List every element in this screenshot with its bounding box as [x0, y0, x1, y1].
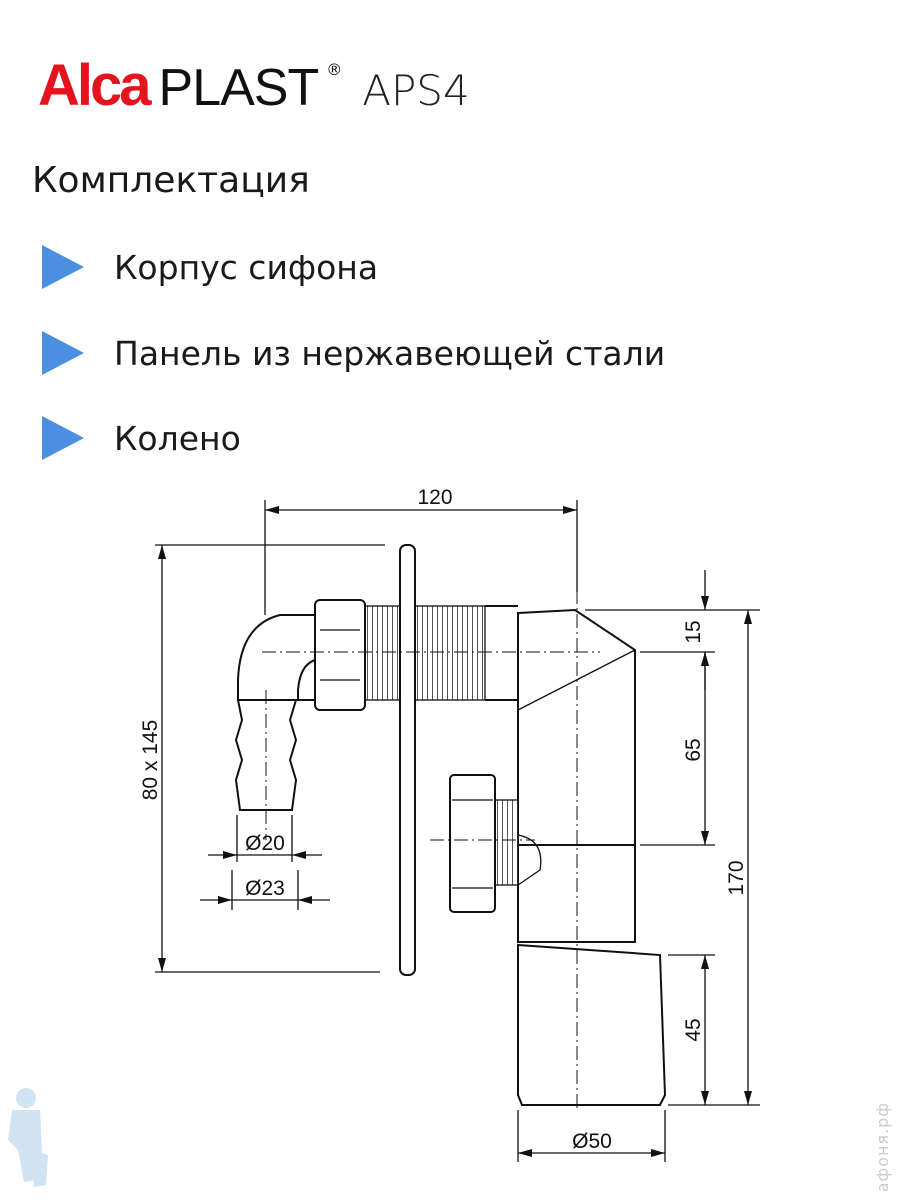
alcaplast-logo: Alca PLAST ® APS4 — [38, 52, 470, 119]
side-inlet-nut — [449, 774, 496, 913]
plumber-mascot-icon — [8, 1088, 48, 1187]
list-item: Панель из нержавеющей стали — [42, 331, 665, 375]
list-item-label: Колено — [114, 418, 241, 458]
dim-65-label: 65 — [682, 738, 705, 761]
dim-45-label: 45 — [682, 1018, 705, 1041]
list-item-label: Корпус сифона — [114, 247, 379, 287]
triangle-bullet-icon — [42, 416, 84, 460]
dim-panel-label: 80 x 145 — [139, 720, 162, 801]
siphon-outlet — [517, 943, 667, 1106]
dim-170-label: 170 — [725, 860, 748, 895]
dim-d20-label: Ø20 — [245, 832, 285, 855]
union-nut — [314, 599, 366, 711]
list-item: Корпус сифона — [42, 245, 378, 289]
dim-d50-label: Ø50 — [572, 1130, 612, 1153]
dim-d23-label: Ø23 — [245, 877, 285, 900]
model-name: APS4 — [362, 66, 470, 115]
dim-width-label: 120 — [417, 486, 452, 509]
list-item-label: Панель из нержавеющей стали — [114, 333, 666, 373]
triangle-bullet-icon — [42, 245, 84, 289]
logo-alca: Alca — [38, 53, 152, 118]
logo-plast: PLAST — [158, 59, 320, 117]
watermark: афоня.рф — [873, 1101, 892, 1192]
dim-15-label: 15 — [682, 620, 705, 643]
hose-barb — [234, 699, 298, 811]
triangle-bullet-icon — [42, 331, 84, 375]
elbow — [237, 614, 316, 701]
stainless-panel — [399, 544, 416, 976]
section-title: Комплектация — [32, 160, 310, 201]
list-item: Колено — [42, 416, 241, 460]
registered-mark: ® — [326, 60, 343, 79]
